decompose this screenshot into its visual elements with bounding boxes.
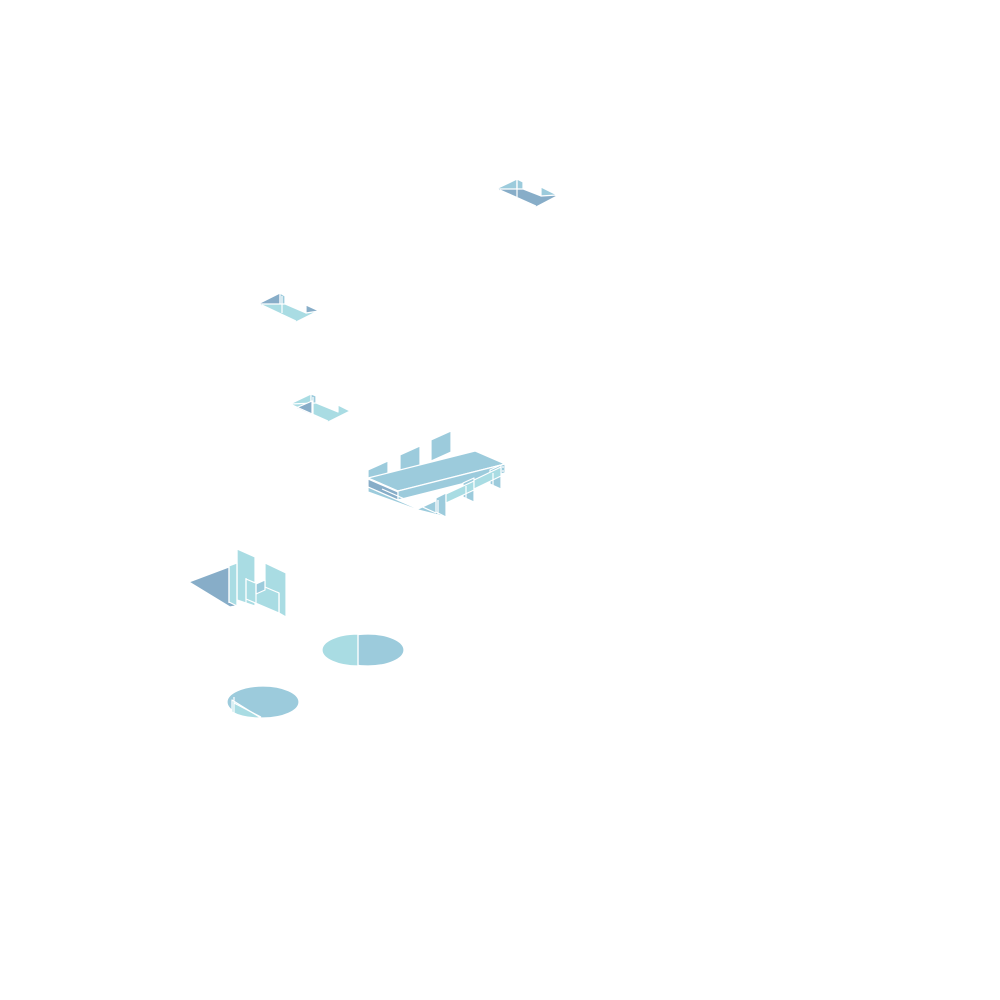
desk-chair-left (257, 292, 320, 323)
round-table-lower (226, 685, 300, 719)
armchair (188, 548, 287, 618)
desk-chair-mid (289, 393, 351, 432)
round-table-upper (321, 633, 405, 667)
desk-chair-top (495, 178, 558, 208)
meeting-table (367, 430, 506, 518)
